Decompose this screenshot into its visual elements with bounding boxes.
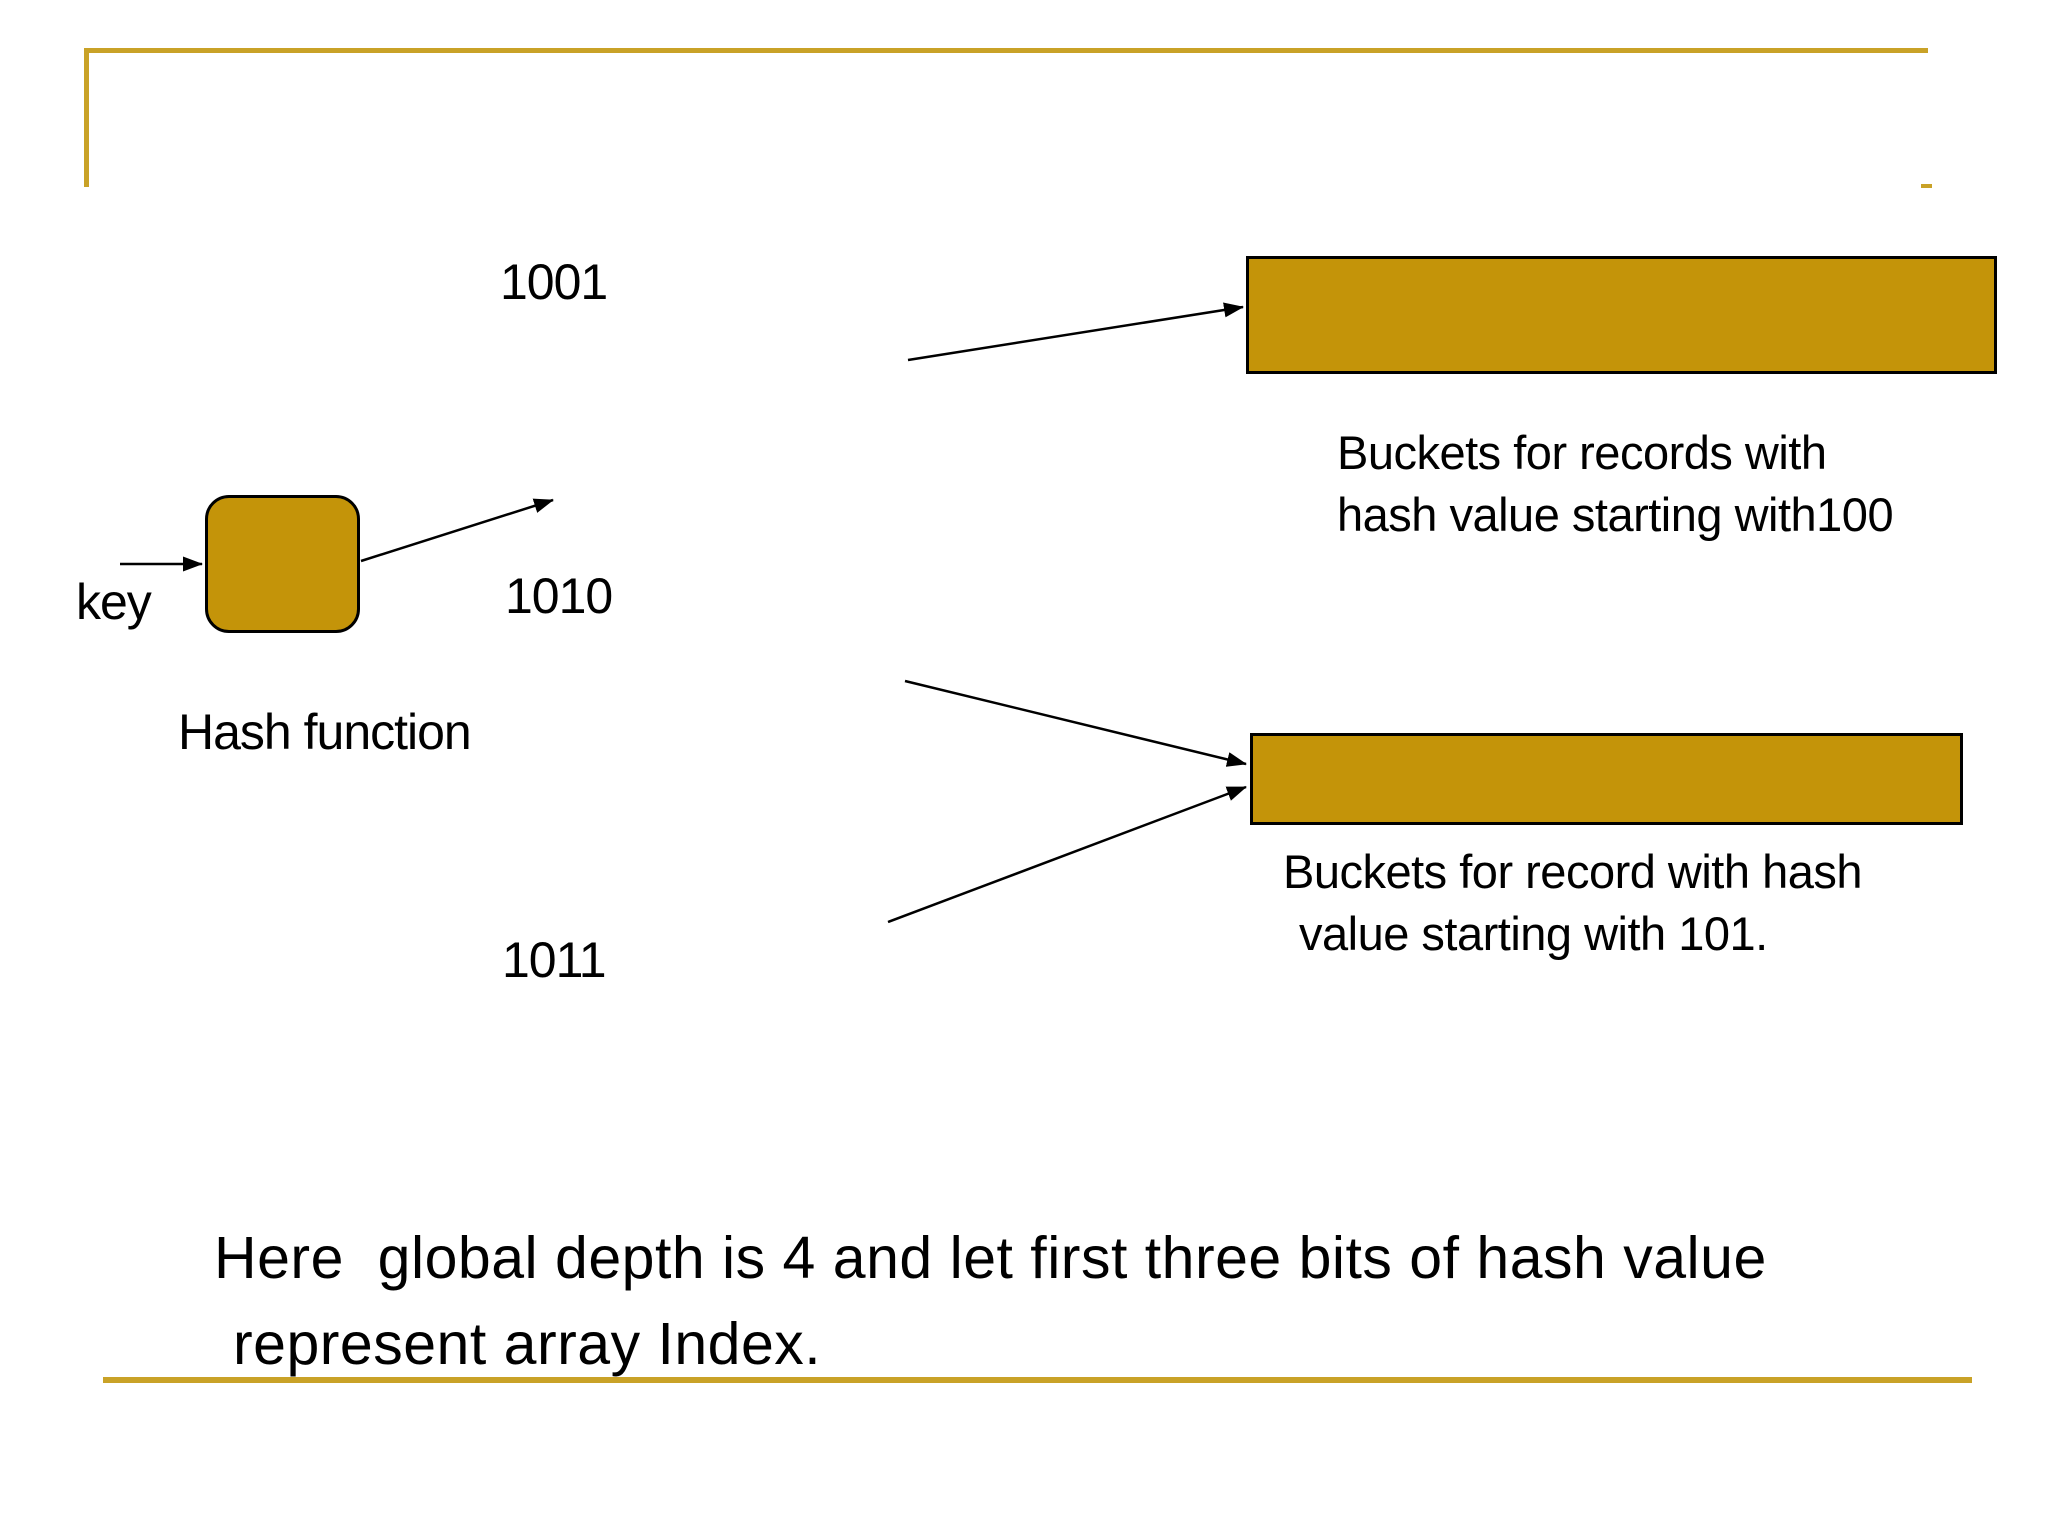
arrow-to-bucket-101-lower xyxy=(887,785,1247,924)
label-1011: 1011 xyxy=(502,932,607,988)
label-1010: 1010 xyxy=(505,568,613,624)
top-border-line xyxy=(84,48,1928,53)
caption-bucket-100-line1: Buckets for records with xyxy=(1337,426,1827,479)
caption-bucket-101-line2: value starting with 101. xyxy=(1299,907,1768,960)
caption-bucket-100-line2: hash value starting with100 xyxy=(1337,488,1894,541)
bucket-101-rect xyxy=(1250,733,1963,825)
left-border-line xyxy=(84,48,89,187)
bottom-border-line xyxy=(103,1377,1972,1383)
stray-gold-mark xyxy=(1921,184,1932,188)
arrow-to-bucket-100 xyxy=(907,302,1244,362)
bucket-100-rect xyxy=(1246,256,1997,374)
label-key: key xyxy=(76,574,152,630)
hash-function-box xyxy=(205,495,360,633)
arrow-to-bucket-101-upper xyxy=(904,679,1247,767)
label-hash-function: Hash function xyxy=(178,704,472,760)
label-1001: 1001 xyxy=(500,254,608,310)
footer-line1: Here global depth is 4 and let first thr… xyxy=(214,1225,1767,1291)
footer-line2: represent array Index. xyxy=(233,1311,822,1377)
arrow-hash-function-output xyxy=(360,498,554,563)
caption-bucket-101-line1: Buckets for record with hash xyxy=(1283,845,1863,898)
